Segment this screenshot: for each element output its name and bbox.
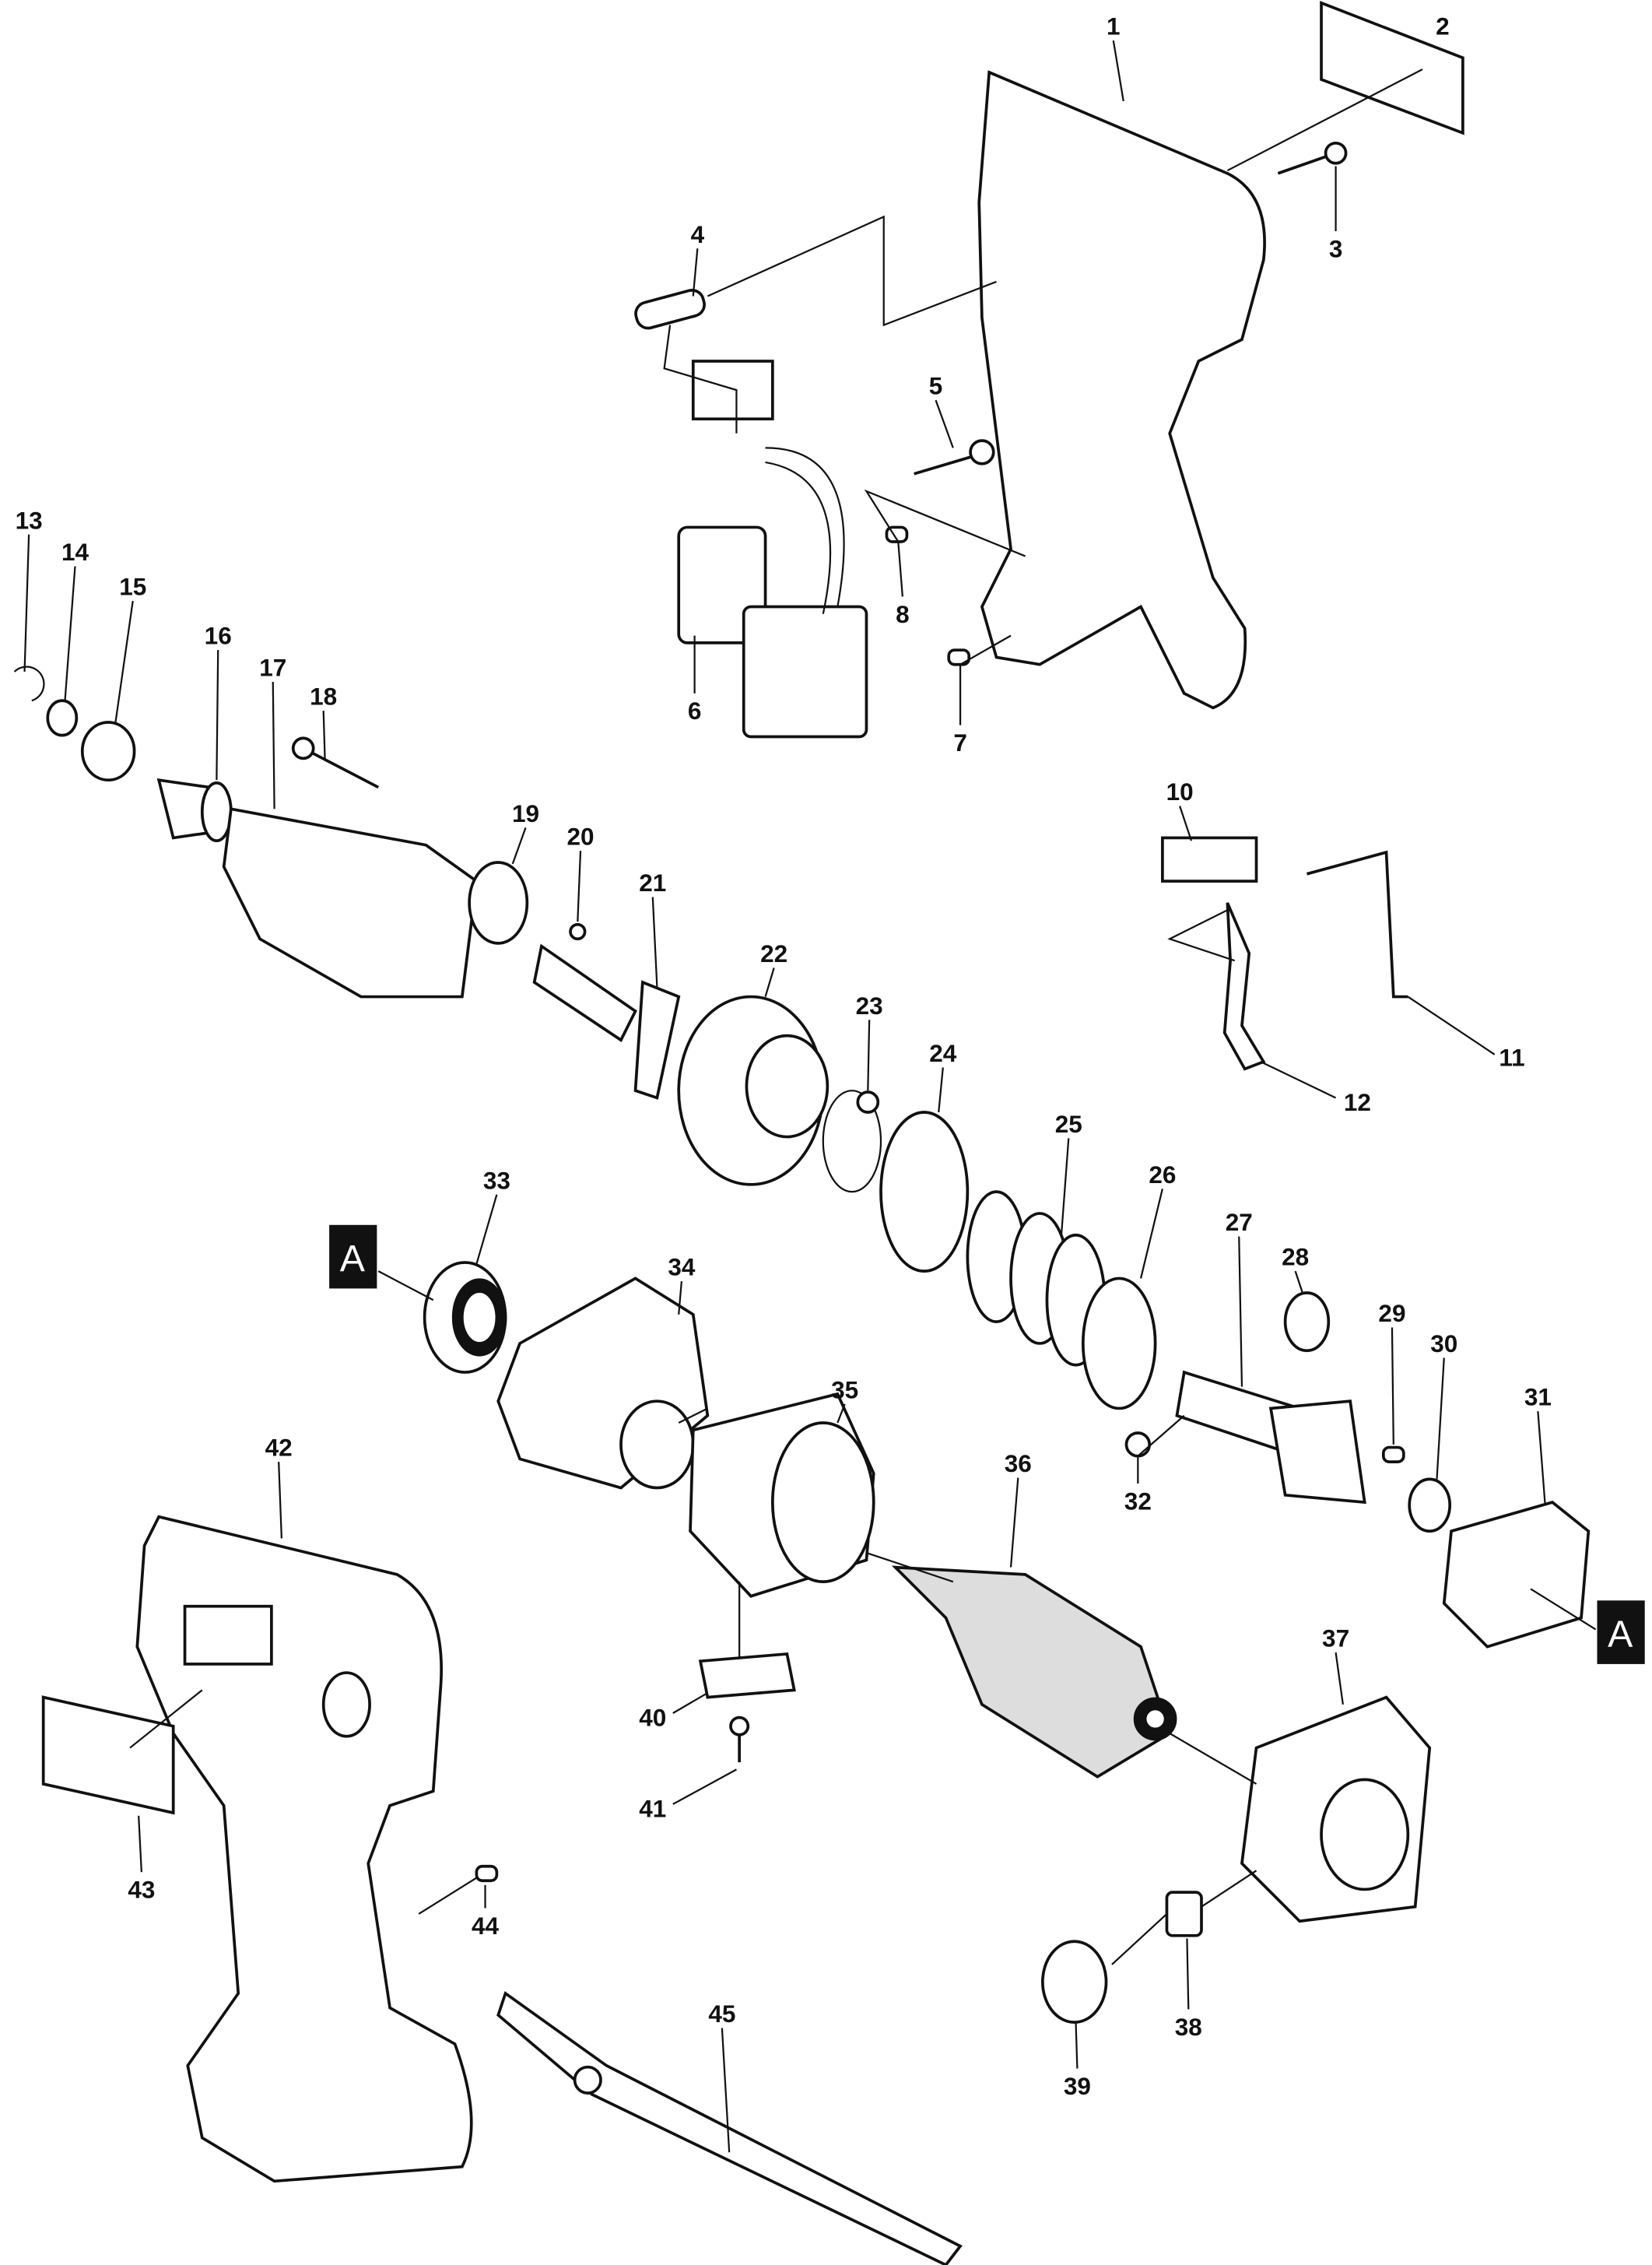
label-1: 1 [1107, 12, 1121, 40]
label-10: 10 [1166, 778, 1194, 806]
label-42: 42 [265, 1434, 293, 1462]
label-28: 28 [1282, 1243, 1309, 1271]
label-33: 33 [483, 1166, 510, 1194]
label-5: 5 [929, 372, 943, 400]
label-37: 37 [1322, 1624, 1349, 1652]
label-30: 30 [1430, 1329, 1457, 1357]
reference-marker-left: A [329, 1224, 377, 1289]
label-29: 29 [1378, 1299, 1405, 1327]
label-32: 32 [1124, 1487, 1152, 1515]
part-43-label [41, 1695, 175, 1815]
part-shapes [13, 1, 1591, 2265]
part-17-hammer-case [222, 807, 479, 999]
label-8: 8 [896, 600, 910, 628]
part-4-switch-lever [634, 289, 706, 330]
part-42-housing-left [135, 1515, 473, 2183]
part-2-label [1320, 1, 1464, 135]
label-6: 6 [688, 697, 702, 725]
part-1-housing [977, 70, 1266, 710]
reference-marker-right: A [1597, 1600, 1645, 1664]
label-44: 44 [472, 1912, 500, 1940]
label-39: 39 [1064, 2072, 1091, 2100]
svg-text:A: A [340, 1238, 366, 1280]
label-21: 21 [639, 869, 666, 897]
label-24: 24 [929, 1039, 957, 1067]
label-26: 26 [1149, 1161, 1176, 1189]
label-35: 35 [831, 1375, 858, 1403]
label-43: 43 [128, 1876, 155, 1904]
label-3: 3 [1329, 234, 1343, 262]
label-22: 22 [760, 939, 787, 967]
part-36-armature [891, 1565, 1172, 1779]
label-34: 34 [668, 1253, 696, 1281]
label-41: 41 [639, 1795, 666, 1823]
label-18: 18 [310, 683, 337, 711]
label-20: 20 [566, 823, 594, 851]
label-38: 38 [1175, 2013, 1202, 2041]
label-13: 13 [16, 506, 43, 534]
label-36: 36 [1005, 1449, 1032, 1477]
label-27: 27 [1226, 1208, 1253, 1236]
label-16: 16 [205, 622, 232, 650]
label-14: 14 [61, 538, 89, 566]
label-23: 23 [856, 992, 883, 1020]
label-40: 40 [639, 1704, 666, 1732]
label-11: 11 [1499, 1044, 1524, 1072]
label-31: 31 [1524, 1383, 1552, 1411]
label-12: 12 [1344, 1088, 1371, 1116]
label-7: 7 [953, 729, 967, 757]
label-25: 25 [1055, 1110, 1082, 1138]
label-45: 45 [708, 2000, 735, 2028]
label-15: 15 [119, 573, 146, 601]
label-4: 4 [691, 220, 705, 248]
part-labels: 1 2 3 4 5 6 7 8 10 11 12 13 14 15 16 17 … [16, 12, 1552, 2100]
label-19: 19 [512, 799, 539, 827]
leader-lines [23, 40, 1597, 2153]
label-2: 2 [1436, 12, 1450, 40]
svg-text:A: A [1608, 1614, 1633, 1656]
label-17: 17 [259, 654, 286, 682]
part-45-strip [496, 1991, 963, 2265]
